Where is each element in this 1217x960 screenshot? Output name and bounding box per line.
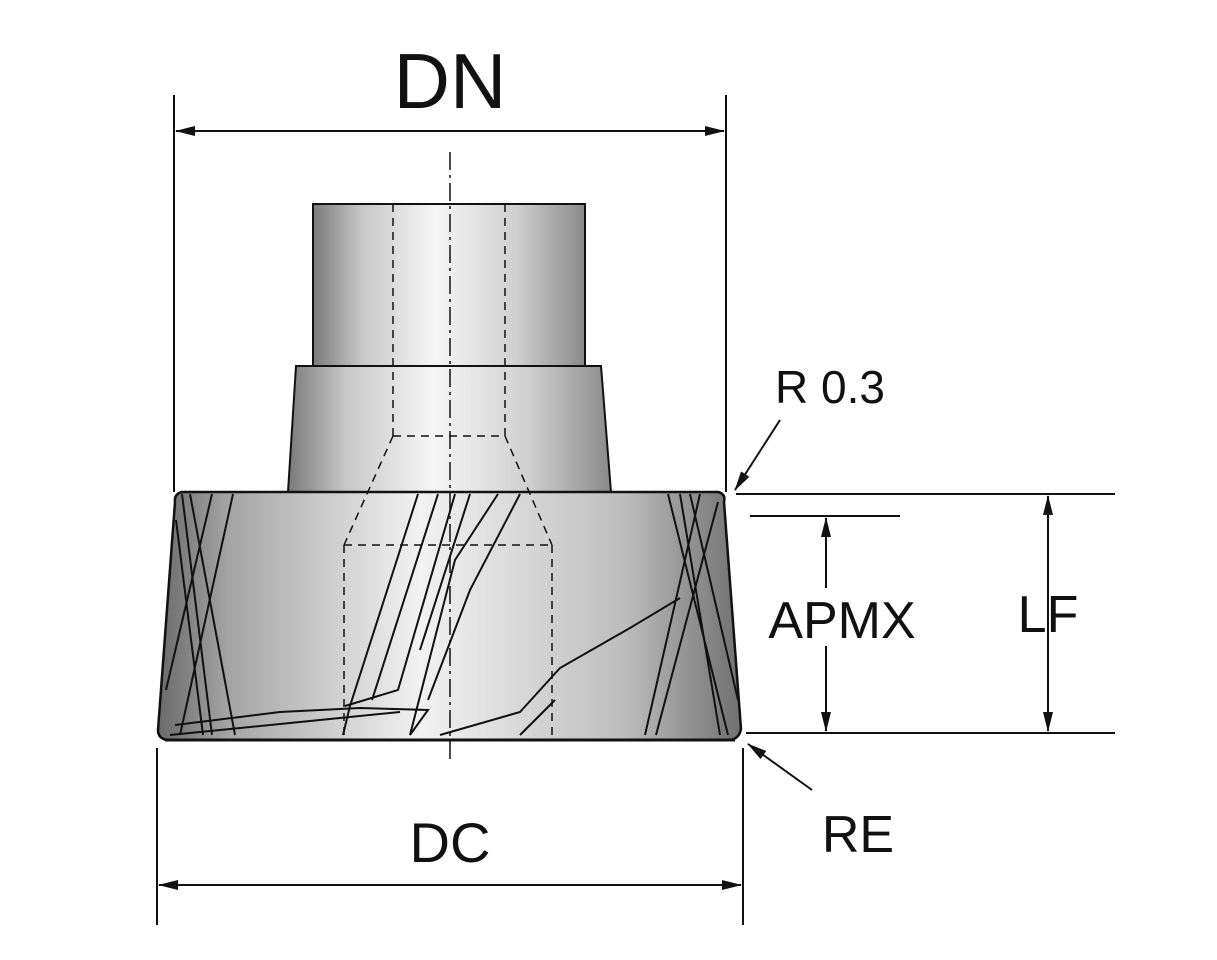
center-flute-lines xyxy=(169,493,681,736)
apmx-label-background xyxy=(760,588,928,646)
left-flute-lines xyxy=(165,493,236,736)
lf-label: LF xyxy=(1018,586,1079,644)
apmx-dimension: APMX xyxy=(750,515,928,732)
r03-callout: R 0.3 xyxy=(734,361,885,491)
upper-shank xyxy=(312,203,586,367)
dn-label: DN xyxy=(394,37,507,125)
lf-dimension: LF xyxy=(736,493,1115,734)
right-flute-lines xyxy=(644,493,739,736)
dn-dimension: DN xyxy=(173,37,727,492)
dc-label: DC xyxy=(410,811,491,874)
dc-dimension: DC xyxy=(156,748,744,925)
apmx-label: APMX xyxy=(768,592,915,650)
r03-label: R 0.3 xyxy=(775,361,885,413)
re-label: RE xyxy=(822,806,894,864)
hidden-lines xyxy=(343,204,553,735)
re-callout: RE xyxy=(747,743,894,864)
